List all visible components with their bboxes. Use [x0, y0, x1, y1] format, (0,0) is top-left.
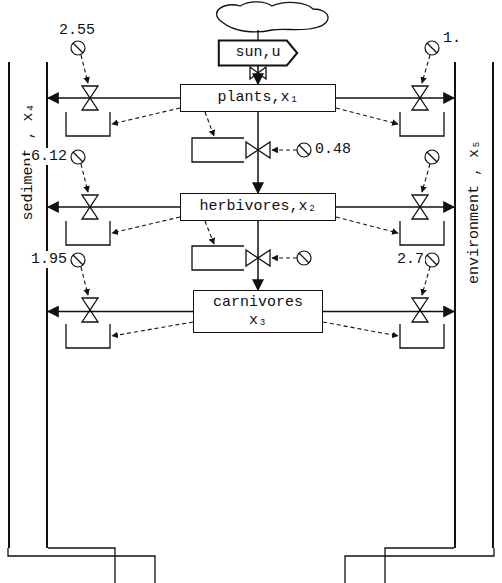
sink-channel: sediment , x₄	[8, 62, 48, 548]
stock-name: sun,u	[235, 44, 280, 61]
rate-box	[66, 112, 444, 348]
cloud-source	[217, 2, 328, 32]
flow-arrow	[257, 66, 259, 84]
parameter-value: 0.48	[314, 141, 352, 158]
parameter-value: 2.7	[396, 251, 425, 268]
sink-channel: environment , x₅	[454, 62, 494, 548]
channel-end	[8, 548, 155, 583]
flow-arrow	[48, 206, 180, 208]
parameter-value: 6.12	[30, 148, 68, 165]
parameter-value: 2.55	[58, 22, 96, 39]
flow-arrow	[48, 311, 193, 313]
stock-name: carnivores x₃	[208, 294, 308, 329]
stock-box: herbivores,x₂	[180, 193, 336, 221]
source-box: sun,u	[218, 40, 298, 66]
parameter-value: 1.	[442, 30, 462, 47]
flow-arrow	[336, 206, 454, 208]
stock-box: plants,x₁	[180, 84, 336, 112]
stock-name: plants,x₁	[217, 89, 298, 106]
flow-arrow	[48, 97, 180, 99]
flow-arrow	[257, 112, 259, 193]
info-link	[81, 55, 430, 336]
flow-arrow	[323, 311, 454, 313]
stock-name: herbivores,x₂	[199, 198, 316, 215]
flow-arrow	[336, 97, 454, 99]
source-outline	[219, 41, 297, 66]
flow-valve	[82, 67, 428, 322]
flow-arrow	[257, 221, 259, 290]
parameter-value: 1.95	[30, 251, 68, 268]
flow-line	[257, 30, 258, 40]
channel-end	[345, 548, 494, 583]
stock-box: carnivores x₃	[193, 290, 323, 333]
sink-name: environment , x₅	[466, 138, 483, 286]
parameter-symbol	[71, 41, 439, 267]
